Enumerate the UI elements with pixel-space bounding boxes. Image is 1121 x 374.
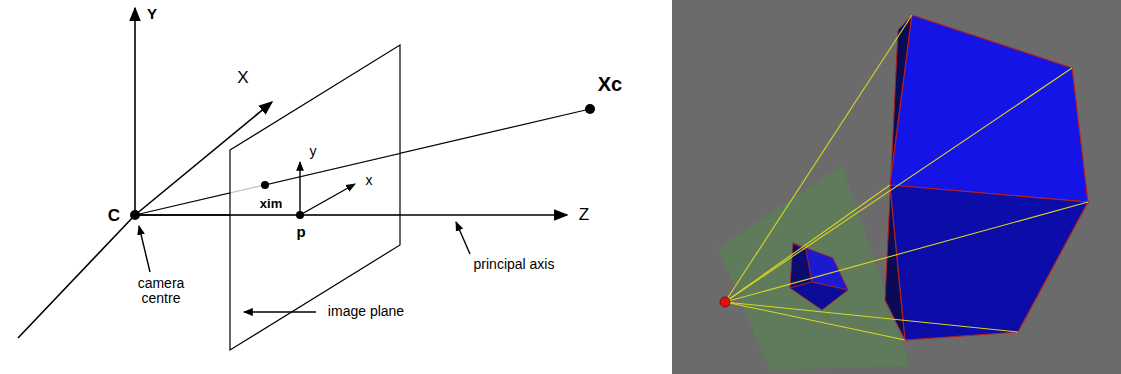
camera-centre-dot <box>720 297 730 307</box>
x-axis-extension <box>18 215 135 338</box>
leader-arrow <box>139 226 150 272</box>
principal-point-dot <box>296 211 304 219</box>
axis-label: X <box>237 69 248 88</box>
projection-ray-front <box>265 154 400 186</box>
leader-arrow <box>244 311 316 312</box>
projection-rays <box>725 15 1088 340</box>
cube <box>885 15 1088 340</box>
image-point-dot <box>261 181 269 189</box>
axis-label: Y <box>147 6 157 23</box>
projection-plane <box>718 165 910 370</box>
point-label: Xc <box>598 73 622 95</box>
principal-axis-line <box>135 214 567 216</box>
cube-top-face <box>890 15 1088 202</box>
callout-label: principal axis <box>474 257 555 272</box>
callout-label: camera centre <box>125 276 197 307</box>
principal-axis-front <box>135 214 400 215</box>
leader-arrow <box>456 222 470 254</box>
point-label: xim <box>260 197 282 211</box>
cube-front-face <box>890 185 1088 340</box>
render-background <box>672 0 1121 374</box>
image-y-axis <box>299 162 300 215</box>
axis-label: x <box>366 173 373 188</box>
image-x-axis <box>300 184 355 215</box>
camera-centre-dot <box>130 210 140 220</box>
point-label: C <box>108 207 120 226</box>
y-axis <box>134 8 136 215</box>
world-point-dot <box>585 104 595 114</box>
callout-label: image plane <box>328 304 404 319</box>
axis-label: y <box>310 144 317 159</box>
point-label: p <box>296 224 305 241</box>
axis-label: Z <box>579 206 589 225</box>
